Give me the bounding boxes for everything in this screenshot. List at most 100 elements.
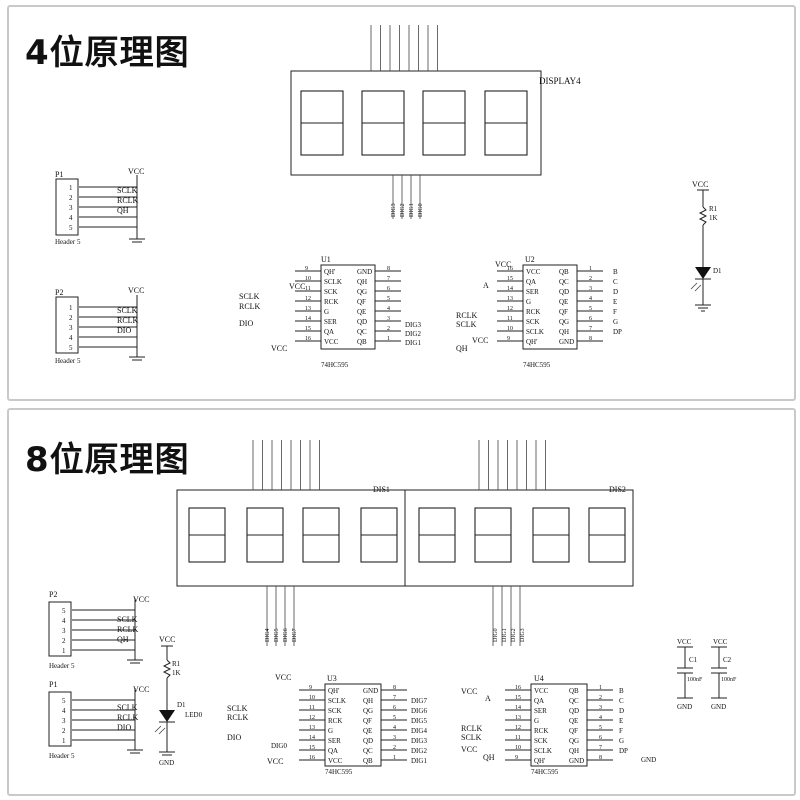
ic-pin-number: 12 [305, 296, 311, 302]
ic-pin-name: QH' [328, 687, 339, 695]
resistor-ref: R1 [709, 205, 718, 213]
ic-pin-number: 8 [387, 266, 390, 272]
ic-pin-name: VCC [324, 338, 339, 346]
cap-value: 100nF [721, 677, 737, 683]
ic-pin-number: 7 [387, 276, 390, 282]
ic-pin-name: QF [357, 298, 366, 306]
header-pin-number: 4 [69, 214, 73, 222]
net-label: DIG3 [405, 321, 421, 329]
ic-pin-name: SCK [328, 707, 342, 715]
led-d1 [695, 267, 711, 279]
ic-pin-number: 6 [599, 735, 602, 741]
header-pin-number: 2 [62, 637, 66, 645]
header-ref: P1 [55, 170, 63, 179]
schematic-8bit: DIS1 DIS2 DIG4 DIG5 DIG6 DIG7 DIG0 DIG1 … [48, 440, 737, 776]
ic-pin-number: 15 [309, 745, 315, 751]
net-label: GND [159, 759, 174, 767]
seven-seg-digit [422, 90, 466, 156]
seven-seg-digit [188, 507, 226, 563]
panel-8bit: 8位原理图 DIS1 DIS2 DIG4 DIG5 DIG6 DIG7 DIG0… [7, 408, 796, 796]
panel-4bit: 4位原理图 DISPLAY4 DIG3 DIG2 DIG1 DIG0 P1 He… [7, 5, 796, 401]
header-ref: P2 [49, 590, 57, 599]
ic-ref: U4 [534, 674, 544, 683]
seven-seg-digit [302, 507, 340, 563]
display-label: DIS1 [373, 485, 390, 494]
ic-pin-name: QC [559, 278, 569, 286]
net-label: RCLK [117, 713, 139, 722]
net-label: DIG5 [411, 717, 427, 725]
net-label: VCC [133, 595, 149, 604]
ic-pin-name: QA [324, 328, 334, 336]
ic-pin-name: QE [363, 727, 372, 735]
net-label: DIG2 [405, 330, 421, 338]
ic-pin-name: QA [328, 747, 338, 755]
ic-pin-number: 11 [305, 286, 311, 292]
net-label: B [619, 687, 624, 695]
net-label: DP [619, 747, 628, 755]
ic-pin-name: QD [363, 737, 373, 745]
net-label: DIG6 [411, 707, 427, 715]
ic-pin-number: 3 [589, 286, 592, 292]
ic-pin-number: 12 [309, 715, 315, 721]
dig-pin-label: DIG3 [520, 628, 526, 642]
ic-pin-number: 10 [507, 326, 513, 332]
net-label: VCC [133, 685, 149, 694]
net-label: RCLK [117, 196, 139, 205]
ic-pin-name: VCC [328, 757, 343, 765]
ic-ref: U2 [525, 255, 535, 264]
ic-pin-name: QG [569, 737, 579, 745]
net-label: C [613, 278, 618, 286]
seven-seg-digit [361, 90, 405, 156]
display4: DISPLAY4 DIG3 DIG2 DIG1 DIG0 [290, 25, 581, 219]
display4-body [290, 70, 542, 176]
display4-dig-pin-label: DIG3 [391, 203, 397, 217]
ic-pin-name: QE [559, 298, 568, 306]
ic-pin-number: 8 [393, 685, 396, 691]
ic-pin-name: QC [569, 697, 579, 705]
net-label: F [619, 727, 623, 735]
ic-pin-name: QB [569, 687, 579, 695]
ic-pin-name: QG [559, 318, 569, 326]
ic-pin-number: 9 [305, 266, 308, 272]
ic-pin-name: SER [526, 288, 539, 296]
ic-pin-number: 4 [599, 715, 602, 721]
led-circuit-4bit: VCC R1 1K D1 [690, 180, 722, 312]
seven-seg-digit [418, 507, 456, 563]
seven-seg-digit [360, 507, 398, 563]
header-pin-number: 1 [69, 184, 73, 192]
ic-pin-number: 10 [305, 276, 311, 282]
ic-pin-number: 12 [507, 306, 513, 312]
dig-pin-label: DIG1 [502, 628, 508, 642]
ic-pin-name: QG [357, 288, 367, 296]
ic-pin-name: GND [569, 757, 584, 765]
net-label: VCC [289, 282, 305, 291]
header-body [55, 178, 79, 236]
net-label: QH [117, 635, 129, 644]
ic-pin-number: 7 [393, 695, 396, 701]
ic-pin-number: 15 [305, 326, 311, 332]
ic-pin-name: SCK [324, 288, 338, 296]
net-label: G [613, 318, 618, 326]
header-ref: P1 [49, 680, 57, 689]
display-body [404, 489, 634, 587]
capacitor-c1: VCC C1 100nF GND [677, 638, 703, 711]
resistor-ref: R1 [172, 660, 181, 668]
header-name: Header 5 [55, 357, 81, 365]
ic-pin-number: 7 [589, 326, 592, 332]
seven-seg-digit [474, 507, 512, 563]
net-label: VCC [461, 687, 477, 696]
net-label: VCC [461, 745, 477, 754]
net-label: SCLK [117, 306, 138, 315]
header-body [55, 296, 79, 354]
cap-ref: C1 [689, 656, 698, 664]
net-label: B [613, 268, 618, 276]
net-label: SCLK [227, 704, 248, 713]
header-name: Header 5 [49, 752, 75, 760]
led-d1 [159, 710, 175, 722]
net-label: DIG3 [411, 737, 427, 745]
net-label: SCLK [239, 292, 260, 301]
